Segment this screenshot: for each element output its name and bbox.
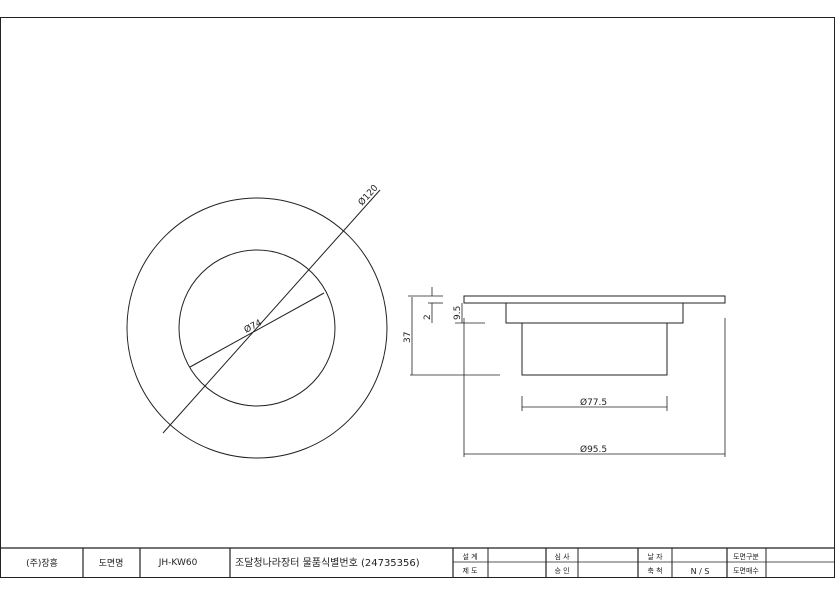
body bbox=[521, 322, 668, 376]
side-view bbox=[463, 295, 726, 376]
inner-diameter-line bbox=[189, 292, 325, 368]
flange-thickness-dimension: 2 bbox=[423, 314, 433, 320]
title-block bbox=[0, 547, 835, 577]
dimension-lines bbox=[408, 287, 726, 457]
flange-diameter-dimension: Ø95.5 bbox=[580, 444, 607, 455]
height-dimension: 37 bbox=[403, 332, 413, 343]
sheet-count-label: 도면매수 bbox=[733, 566, 759, 575]
draft-label: 제 도 bbox=[462, 567, 478, 575]
date-label: 날 자 bbox=[647, 552, 663, 561]
drawing-frame bbox=[0, 17, 835, 578]
flange bbox=[463, 295, 726, 304]
drawing-type-label: 도면구분 bbox=[733, 552, 759, 561]
drawing-name: JH-KW60 bbox=[158, 558, 198, 568]
design-label: 설 계 bbox=[462, 552, 477, 561]
outer-diameter-line bbox=[162, 189, 381, 434]
description: 조달청나라장터 물품식별번호 (24735356) bbox=[235, 557, 420, 569]
review-label: 심 사 bbox=[554, 552, 570, 561]
inner-diameter-label: Ø74 bbox=[242, 317, 264, 336]
step bbox=[505, 302, 684, 324]
body-diameter-dimension: Ø77.5 bbox=[580, 397, 607, 408]
drawing-name-label: 도면명 bbox=[99, 558, 124, 569]
outer-diameter-label: Ø120 bbox=[356, 182, 381, 208]
outer-circle bbox=[126, 197, 388, 459]
inner-circle bbox=[178, 249, 336, 407]
step-height-dimension: 9.5 bbox=[453, 306, 463, 320]
scale-label: 축 척 bbox=[647, 566, 662, 575]
top-view bbox=[126, 189, 388, 459]
company-name: (주)장흥 bbox=[26, 557, 58, 569]
scale-value: N / S bbox=[691, 567, 710, 576]
approve-label: 승 인 bbox=[554, 566, 569, 575]
